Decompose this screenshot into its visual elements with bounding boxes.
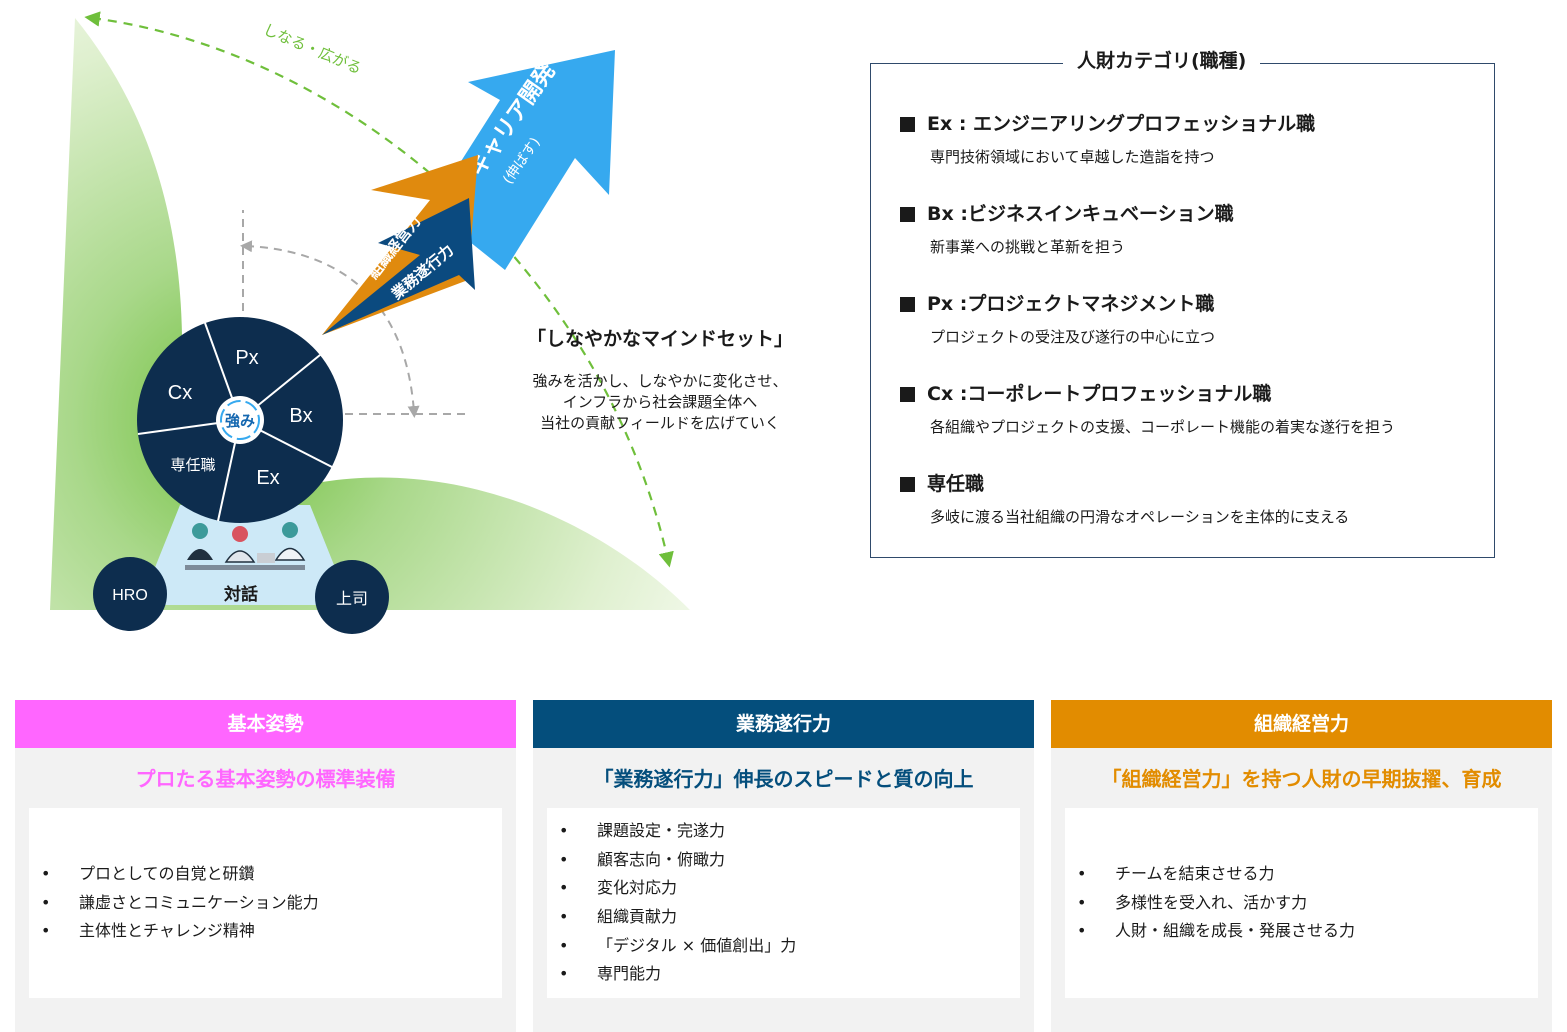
segment-px: Px: [235, 347, 258, 369]
panel-list: プロとしての自覚と研鑽 謙虚さとコミュニケーション能力 主体性とチャレンジ精神: [29, 860, 319, 946]
growth-diagram: しなる・広がる キャリア開発 (伸ばす) 組織経営力 業務遂行力 対話 HRO …: [50, 11, 690, 634]
list-item: 主体性とチャレンジ精神: [41, 917, 319, 946]
flex-label: しなる・広がる: [261, 20, 365, 78]
list-item: 組織貢献力: [559, 903, 796, 932]
category-title: 人財カテゴリ(職種): [1063, 47, 1261, 75]
segment-ex: Ex: [256, 467, 279, 489]
list-item: 「デジタル × 価値創出」力: [559, 932, 796, 961]
mindset-line: 当社の貢献フィールドを広げていく: [540, 414, 780, 432]
panel-list: 課題設定・完遂力 顧客志向・俯瞰力 変化対応力 組織貢献力 「デジタル × 価値…: [547, 817, 796, 989]
mindset-line: インフラから社会課題全体へ: [562, 393, 758, 411]
strength-label: 強み: [225, 412, 255, 430]
category-description: 多岐に渡る当社組織の円滑なオペレーションを主体的に支える: [930, 508, 1350, 526]
mindset-description: 強みを活かし、しなやかに変化させ、 インフラから社会課題全体へ 当社の貢献フィー…: [500, 371, 820, 434]
list-item: チームを結束させる力: [1077, 860, 1355, 889]
square-bullet-icon: [900, 206, 915, 222]
boss-circle: [315, 560, 389, 634]
list-item: 謙虚さとコミュニケーション能力: [41, 889, 319, 918]
panel-header: 組織経営力: [1051, 700, 1552, 748]
category-description: プロジェクトの受注及び遂行の中心に立つ: [930, 328, 1216, 346]
panel-subtitle: 「業務遂行力」伸長のスピードと質の向上: [593, 767, 974, 791]
panel-list-box: 課題設定・完遂力 顧客志向・俯瞰力 変化対応力 組織貢献力 「デジタル × 価値…: [547, 808, 1020, 998]
boss-label: 上司: [336, 590, 368, 608]
people-meeting-icon: [185, 522, 306, 570]
dialogue-label: 対話: [223, 584, 258, 605]
mindset-title: 「しなやかなマインドセット」: [526, 328, 793, 350]
category-description: 各組織やプロジェクトの支援、コーポレート機能の着実な遂行を担う: [930, 418, 1396, 436]
square-bullet-icon: [900, 116, 915, 132]
panel-list-box: チームを結束させる力 多様性を受入れ、活かす力 人財・組織を成長・発展させる力: [1065, 808, 1538, 998]
category-item-bx: Bx :ビジネスインキュベーション職 新事業への挑戦と革新を担う: [900, 200, 1234, 258]
square-bullet-icon: [900, 476, 915, 492]
mindset-line: 強みを活かし、しなやかに変化させ、: [532, 372, 788, 390]
category-heading: Ex : エンジニアリングプロフェッショナル職: [927, 113, 1316, 135]
hro-label: HRO: [112, 587, 148, 604]
hro-circle: [93, 557, 167, 631]
list-item: 多様性を受入れ、活かす力: [1077, 889, 1355, 918]
category-description: 新事業への挑戦と革新を担う: [930, 238, 1126, 256]
list-item: 変化対応力: [559, 874, 796, 903]
panel-header: 業務遂行力: [533, 700, 1034, 748]
rotate-arrows-icon: [220, 400, 260, 440]
list-item: 顧客志向・俯瞰力: [559, 846, 796, 875]
segment-bx: Bx: [289, 405, 312, 427]
guide-curve: [240, 240, 420, 418]
category-heading: 専任職: [927, 473, 985, 495]
category-item-dedicated: 専任職 多岐に渡る当社組織の円滑なオペレーションを主体的に支える: [900, 470, 1349, 528]
panel-org-management: 組織経営力 「組織経営力」を持つ人財の早期抜擢、育成 チームを結束させる力 多様…: [1051, 700, 1552, 1032]
list-item: プロとしての自覚と研鑽: [41, 860, 319, 889]
panel-basic-attitude: 基本姿勢 プロたる基本姿勢の標準装備 プロとしての自覚と研鑽 謙虚さとコミュニケ…: [15, 700, 516, 1032]
panel-list: チームを結束させる力 多様性を受入れ、活かす力 人財・組織を成長・発展させる力: [1065, 860, 1355, 946]
category-heading: Px :プロジェクトマネジメント職: [927, 293, 1215, 315]
segment-cx: Cx: [168, 382, 192, 404]
square-bullet-icon: [900, 296, 915, 312]
panel-list-box: プロとしての自覚と研鑽 謙虚さとコミュニケーション能力 主体性とチャレンジ精神: [29, 808, 502, 998]
category-item-ex: Ex : エンジニアリングプロフェッショナル職 専門技術領域において卓越した造詣…: [900, 110, 1315, 168]
panel-subtitle: 「組織経営力」を持つ人財の早期抜擢、育成: [1101, 767, 1502, 791]
panel-subtitle: プロたる基本姿勢の標準装備: [135, 767, 396, 791]
category-wheel: [137, 317, 343, 523]
category-heading: Cx :コーポレートプロフェッショナル職: [927, 383, 1272, 405]
category-item-px: Px :プロジェクトマネジメント職 プロジェクトの受注及び遂行の中心に立つ: [900, 290, 1215, 348]
list-item: 人財・組織を成長・発展させる力: [1077, 917, 1355, 946]
career-arrow: [430, 50, 615, 270]
strength-center: [216, 396, 264, 444]
category-item-cx: Cx :コーポレートプロフェッショナル職 各組織やプロジェクトの支援、コーポレー…: [900, 380, 1395, 438]
panel-header: 基本姿勢: [15, 700, 516, 748]
segment-dedicated: 専任職: [170, 457, 215, 474]
task-execution-arrow: [322, 198, 475, 335]
list-item: 課題設定・完遂力: [559, 817, 796, 846]
list-item: 専門能力: [559, 960, 796, 989]
category-heading: Bx :ビジネスインキュベーション職: [927, 203, 1234, 225]
square-bullet-icon: [900, 386, 915, 402]
panel-task-execution: 業務遂行力 「業務遂行力」伸長のスピードと質の向上 課題設定・完遂力 顧客志向・…: [533, 700, 1034, 1032]
category-description: 専門技術領域において卓越した造詣を持つ: [930, 148, 1215, 166]
